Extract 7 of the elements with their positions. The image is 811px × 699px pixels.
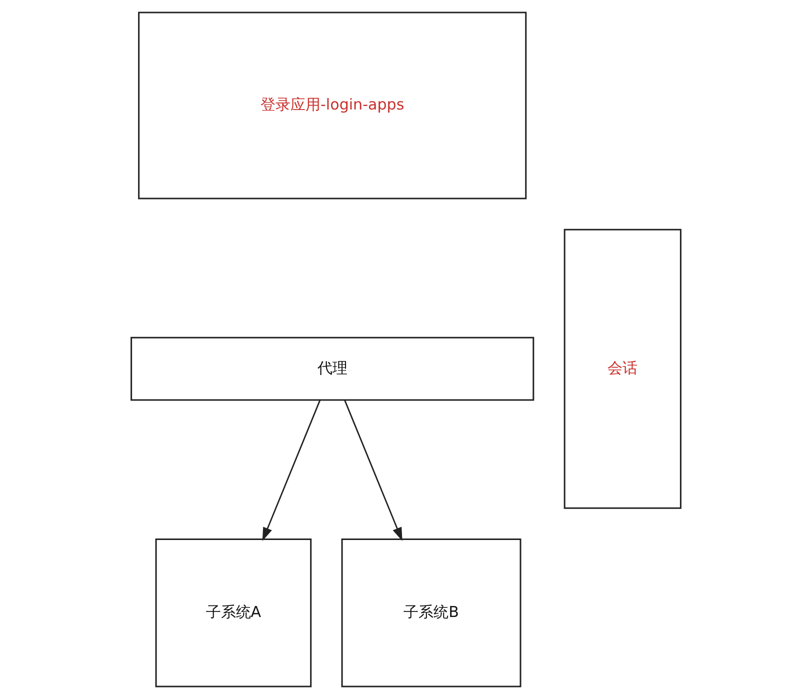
- node-box: 代理: [130, 336, 534, 401]
- node-box: 登录应用-login-apps: [138, 12, 526, 200]
- node-box: 子系统A: [154, 538, 312, 688]
- arrow: [262, 400, 320, 542]
- arrow: [344, 400, 402, 542]
- node-box: 会话: [563, 228, 681, 509]
- node-box: 子系统B: [340, 538, 521, 688]
